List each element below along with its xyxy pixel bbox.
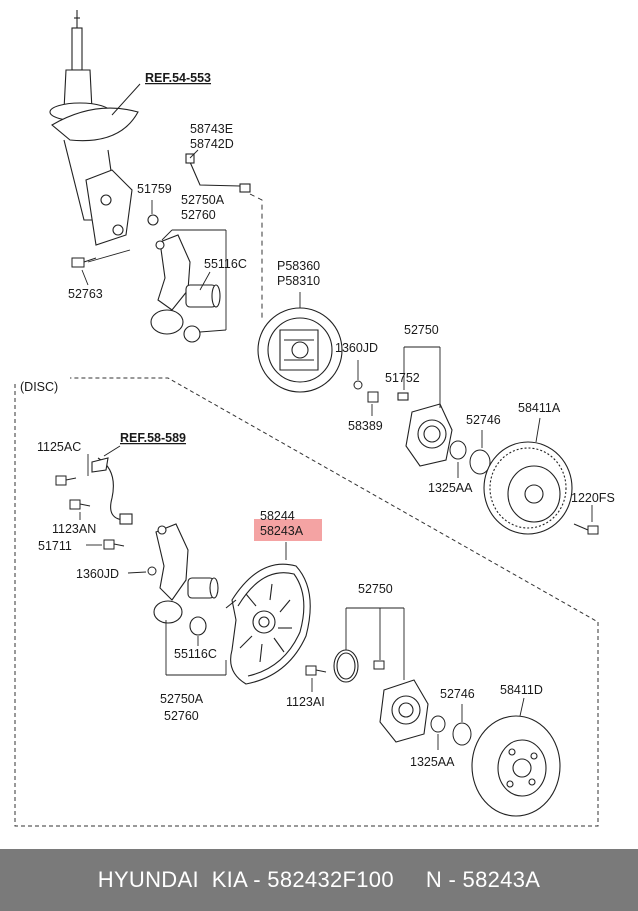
brake-disc <box>471 715 561 817</box>
label-1125AC: 1125AC <box>37 440 81 454</box>
nut-1325AA-top <box>449 440 467 460</box>
bolt-58389 <box>367 391 379 403</box>
label-52746-top: 52746 <box>466 413 501 427</box>
strut-assembly <box>49 10 139 246</box>
tone-ring <box>333 649 359 683</box>
ref-sensor-leader <box>103 445 121 457</box>
label-52760-bot: 52760 <box>164 709 199 723</box>
label-1360JD-top: 1360JD <box>335 341 378 355</box>
wheel-speed-sensor <box>91 457 133 525</box>
screw-1220FS <box>573 523 599 535</box>
label-52750-bot: 52750 <box>358 582 393 596</box>
label-55116C-top: 55116C <box>204 257 247 271</box>
ref-sensor-label[interactable]: REF.58-589 <box>120 431 186 445</box>
part-number-footer: HYUNDAI KIA - 582432F100 N - 58243A <box>0 849 638 911</box>
brake-drum <box>483 441 573 535</box>
knuckle-top <box>147 214 221 343</box>
cap-52746-bot <box>452 722 472 746</box>
nut-1325AA-bot <box>430 715 446 733</box>
label-P58310: P58310 <box>277 274 320 288</box>
label-1325AA-bot: 1325AA <box>410 755 455 769</box>
disc-section-outline <box>14 377 599 827</box>
washer-1360JD-bot <box>147 566 157 576</box>
label-58411A: 58411A <box>518 401 561 415</box>
label-55116C-bot: 55116C <box>174 647 217 661</box>
highlight-58243A <box>254 519 322 541</box>
label-52750A-top: 52750A <box>181 193 225 207</box>
label-1325AA-top: 1325AA <box>428 481 473 495</box>
ref-strut-label[interactable]: REF.54-553 <box>145 71 211 85</box>
label-1360JD-bot: 1360JD <box>76 567 119 581</box>
hub-disc <box>379 679 429 743</box>
bolt-1123AN <box>69 499 91 510</box>
bolt-51711 <box>103 539 125 550</box>
label-P58360: P58360 <box>277 259 320 273</box>
bolt-52763 <box>71 257 97 268</box>
label-52763: 52763 <box>68 287 103 301</box>
label-51759: 51759 <box>137 182 172 196</box>
label-58411D: 58411D <box>500 683 543 697</box>
parts-diagram: REF.54-553 58743E 58742D 51759 52750A 52… <box>14 10 615 827</box>
footer-gap <box>394 867 426 893</box>
label-52750-top: 52750 <box>404 323 439 337</box>
label-58742D: 58742D <box>190 137 234 151</box>
drum-backing-plate <box>257 307 343 393</box>
bolt-1123AI <box>305 665 327 676</box>
label-1123AI: 1123AI <box>286 695 325 709</box>
knuckle-disc <box>153 523 219 636</box>
label-52746-bot: 52746 <box>440 687 475 701</box>
cap-52746-top <box>469 449 491 475</box>
stud-52750-bot <box>373 660 385 670</box>
label-58244: 58244 <box>260 509 295 523</box>
ref-strut-leader <box>111 83 141 116</box>
bolt-1125AC <box>55 475 77 486</box>
hub-top <box>397 392 453 467</box>
footer-ref-number: N - 58243A <box>425 867 541 892</box>
footer-part-number: HYUNDAI KIA - 582432F100 <box>97 867 394 892</box>
label-1123AN: 1123AN <box>52 522 96 536</box>
label-51711: 51711 <box>38 539 72 553</box>
hose-leader-dashed <box>249 193 263 318</box>
label-1220FS: 1220FS <box>571 491 615 505</box>
label-58743E: 58743E <box>190 122 233 136</box>
dust-cover-58243A <box>225 563 311 685</box>
label-58243A[interactable]: 58243A <box>260 524 304 538</box>
label-52750A-bot: 52750A <box>160 692 204 706</box>
label-51752: 51752 <box>385 371 420 385</box>
label-52760-top: 52760 <box>181 208 216 222</box>
label-58389: 58389 <box>348 419 383 433</box>
disc-section-label: (DISC) <box>20 380 58 394</box>
brake-hose <box>185 153 251 193</box>
washer-1360JD-top <box>353 380 363 390</box>
